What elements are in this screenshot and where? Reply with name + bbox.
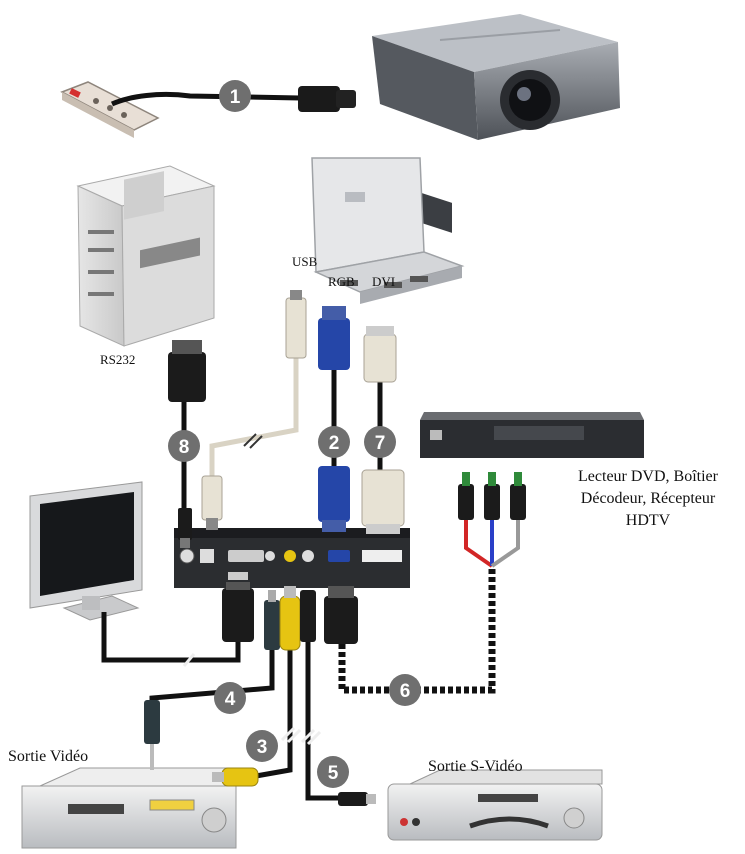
badge-7-number: 7 [375, 433, 386, 454]
badge-8-number: 8 [179, 437, 190, 458]
badge-2-number: 2 [329, 433, 340, 454]
laptop [311, 157, 465, 304]
lcd-monitor [29, 481, 143, 621]
badge-7: 7 [364, 426, 396, 458]
svideo-out-label: Sortie S-Vidéo [428, 758, 523, 775]
dvd-player [387, 769, 603, 841]
usb-port-label: USB [292, 254, 318, 269]
audio-cable [144, 590, 280, 770]
badge-6: 6 [389, 674, 421, 706]
badge-3: 3 [246, 730, 278, 762]
rs232-port-label: RS232 [100, 352, 136, 367]
dvd-box-label-line-2: Décodeur, Récepteur [580, 490, 716, 507]
badge-5-number: 5 [328, 763, 339, 784]
usb-cable [201, 290, 307, 530]
power-cable [110, 86, 356, 112]
badge-4: 4 [214, 682, 246, 714]
vga-cable [318, 306, 350, 532]
dvd-box-label-line-1: Lecteur DVD, Boîtier [578, 468, 718, 485]
video-out-label: Sortie Vidéo [8, 748, 89, 765]
power-strip [60, 81, 160, 138]
badge-1: 1 [219, 80, 251, 112]
vcr-player [21, 767, 237, 849]
badge-8: 8 [168, 430, 200, 462]
badge-5: 5 [317, 756, 349, 788]
badge-4-number: 4 [225, 689, 236, 710]
projector-connector-panel [174, 528, 410, 588]
s-video-cable [300, 590, 376, 806]
badge-6-number: 6 [400, 681, 411, 702]
tower-computer [76, 165, 216, 347]
monitor-cable [101, 582, 254, 667]
dvi-cable [361, 326, 405, 534]
badge-1-number: 1 [230, 87, 241, 108]
dvd-box-label: Lecteur DVD, Boîtier Décodeur, Récepteur… [556, 466, 740, 532]
rgb-port-label: RGB [328, 274, 355, 289]
composite-video-cable [212, 586, 302, 787]
dvi-port-label: DVI [372, 274, 396, 289]
badge-2: 2 [318, 426, 350, 458]
badge-3-number: 3 [257, 737, 268, 758]
dvd-set-top-box [420, 412, 644, 458]
dvd-box-label-line-3: HDTV [625, 512, 671, 529]
